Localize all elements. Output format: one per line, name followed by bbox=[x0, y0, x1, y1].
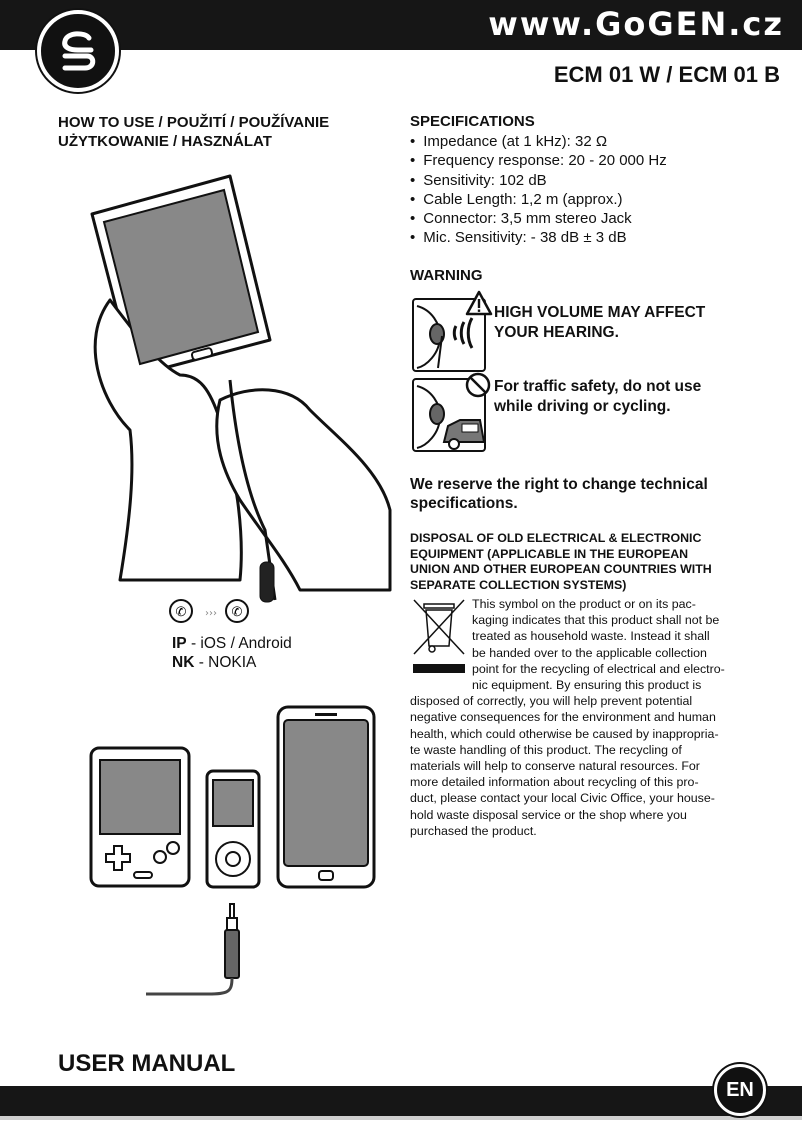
game-console-icon bbox=[89, 746, 191, 888]
disposal-text-line: This symbol on the product or on its pac… bbox=[472, 597, 696, 611]
disposal-title: DISPOSAL OF OLD ELECTRICAL & ELECTRONIC … bbox=[410, 531, 750, 594]
spec-mic-sensitivity: Mic. Sensitivity: - 38 dB ± 3 dB bbox=[410, 228, 667, 247]
left-hand bbox=[93, 298, 243, 582]
volume-warning-line1: HIGH VOLUME MAY AFFECT bbox=[494, 304, 706, 321]
compatible-devices-illustration bbox=[89, 705, 376, 996]
ip-code: IP bbox=[172, 635, 187, 652]
call-sequence-icon: ✆ ››› ✆ bbox=[169, 599, 249, 623]
disposal-text-line: hold waste disposal service or the shop … bbox=[410, 807, 687, 822]
disposal-text-line: health, which could otherwise be caused … bbox=[410, 726, 719, 741]
audio-jack-icon bbox=[146, 903, 240, 996]
spec-sensitivity: Sensitivity: 102 dB bbox=[410, 171, 667, 190]
footer-line bbox=[0, 1116, 802, 1120]
language-badge: EN bbox=[714, 1064, 766, 1116]
how-to-use-heading: HOW TO USE / POUŽITÍ / POUŽÍVANIE UŻYTKO… bbox=[58, 113, 378, 151]
reserve-line1: We reserve the right to change technical bbox=[410, 476, 708, 493]
model-name: ECM 01 W / ECM 01 B bbox=[553, 62, 780, 87]
disposal-text-line: point for the recycling of electrical an… bbox=[472, 661, 725, 676]
volume-warning-line2: YOUR HEARING. bbox=[494, 324, 619, 341]
disposal-text-line: more detailed information about recyclin… bbox=[410, 775, 699, 790]
footer-bar bbox=[0, 1086, 802, 1116]
how-to-use-line2: UŻYTKOWANIE / HASZNÁLAT bbox=[58, 133, 272, 150]
hands-phone-illustration bbox=[90, 174, 392, 603]
nk-code: NK bbox=[172, 654, 195, 671]
spec-frequency: Frequency response: 20 - 20 000 Hz bbox=[410, 151, 666, 170]
no-entry-icon bbox=[465, 372, 491, 398]
svg-text:✆: ✆ bbox=[232, 605, 243, 620]
nk-mode: NK - NOKIA bbox=[172, 653, 292, 672]
specifications-title: SPECIFICATIONS bbox=[410, 113, 535, 130]
traffic-warning: For traffic safety, do not use while dri… bbox=[494, 377, 701, 417]
earphone-sound-icon bbox=[412, 298, 486, 372]
disposal-text-line: duct, please contact your local Civic Of… bbox=[410, 791, 715, 806]
disposal-text-line: te waste handling of this product. The r… bbox=[410, 742, 682, 757]
warning-title: WARNING bbox=[410, 267, 483, 284]
specifications-list: Impedance (at 1 kHz): 32 Ω Frequency res… bbox=[410, 132, 667, 248]
ip-mode: IP - iOS / Android bbox=[172, 634, 292, 653]
svg-text:›››: ››› bbox=[205, 608, 217, 619]
nk-text: - NOKIA bbox=[194, 654, 257, 671]
disposal-text-line: disposed of correctly, you will help pre… bbox=[410, 694, 693, 709]
how-to-use-line1: HOW TO USE / POUŽITÍ / POUŽÍVANIE bbox=[58, 114, 330, 131]
disposal-title-line: EQUIPMENT (APPLICABLE IN THE EUROPEAN bbox=[410, 546, 689, 561]
ip-text: - iOS / Android bbox=[186, 635, 292, 652]
mode-legend: IP - iOS / Android NK - NOKIA bbox=[172, 634, 292, 672]
traffic-warning-line2: while driving or cycling. bbox=[494, 398, 671, 415]
site-url: www.GoGEN.cz bbox=[488, 5, 784, 43]
disposal-text: This symbol on the product or on its pac… bbox=[410, 596, 750, 839]
disposal-text-line: purchased the product. bbox=[410, 823, 537, 838]
disposal-text-line: be handed over to the applicable collect… bbox=[472, 645, 707, 660]
reserve-line2: specifications. bbox=[410, 495, 518, 512]
smartphone-icon bbox=[276, 705, 376, 889]
disposal-text-line: negative consequences for the environmen… bbox=[410, 710, 716, 725]
disposal-title-line: UNION AND OTHER EUROPEAN COUNTRIES WITH bbox=[410, 562, 712, 577]
spec-cable-length: Cable Length: 1,2 m (approx.) bbox=[410, 190, 667, 209]
disposal-title-line: SEPARATE COLLECTION SYSTEMS) bbox=[410, 578, 627, 593]
weee-bin-icon bbox=[410, 596, 468, 680]
traffic-warning-line1: For traffic safety, do not use bbox=[494, 378, 702, 395]
mp3-player-icon bbox=[205, 769, 261, 889]
logo-mark-icon bbox=[62, 31, 96, 71]
earphone-car-icon bbox=[412, 378, 486, 452]
svg-text:✆: ✆ bbox=[176, 605, 187, 620]
disposal-title-line: DISPOSAL OF OLD ELECTRICAL & ELECTRONIC bbox=[410, 531, 702, 545]
disposal-text-line: nic equipment. By ensuring this product … bbox=[472, 678, 702, 693]
disposal-text-line: treated as household waste. Instead it s… bbox=[472, 629, 710, 644]
header-bar bbox=[0, 0, 802, 50]
reserve-rights-notice: We reserve the right to change technical… bbox=[410, 475, 750, 513]
spec-impedance: Impedance (at 1 kHz): 32 Ω bbox=[410, 132, 667, 151]
spec-connector: Connector: 3,5 mm stereo Jack bbox=[410, 209, 667, 228]
user-manual-title: USER MANUAL bbox=[58, 1050, 236, 1077]
disposal-text-line: materials will help to conserve natural … bbox=[410, 759, 700, 774]
volume-warning: HIGH VOLUME MAY AFFECT YOUR HEARING. bbox=[494, 303, 705, 343]
gogen-logo bbox=[37, 10, 119, 92]
disposal-text-line: kaging indicates that this product shall… bbox=[472, 613, 720, 628]
warning-triangle-icon bbox=[465, 290, 493, 316]
right-hand bbox=[215, 388, 392, 592]
